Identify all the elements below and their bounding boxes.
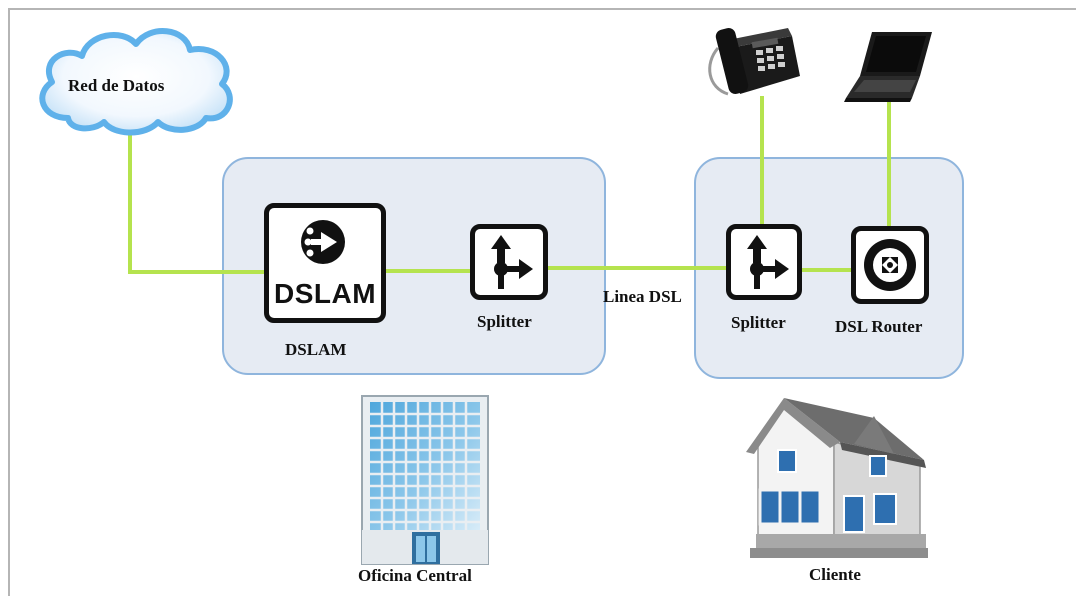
central-office-label: Oficina Central [358, 566, 472, 585]
dslam-device-text: DSLAM [273, 278, 377, 309]
dslam-symbol-icon [301, 220, 345, 264]
house-icon [746, 398, 928, 558]
splitter-arrows-icon [491, 235, 533, 289]
client-label: Cliente [809, 565, 861, 584]
dsl-line-label: Linea DSL [603, 287, 682, 306]
laptop-icon [844, 32, 932, 102]
dslam-label: DSLAM [285, 340, 347, 359]
cloud-to-dslam-link [128, 126, 270, 274]
router-icon [851, 226, 929, 304]
cloud-label: Red de Datos [68, 76, 165, 95]
diagram-frame [8, 8, 1076, 596]
router-symbol-icon [864, 239, 916, 291]
cloud-icon [39, 28, 233, 136]
office-building-icon [361, 395, 489, 565]
central-splitter-label: Splitter [477, 312, 532, 331]
dslam-icon: DSLAM [264, 203, 386, 323]
dsl-router-label: DSL Router [835, 317, 923, 336]
splitter-arrows-icon [747, 235, 789, 289]
splitter-icon [470, 224, 548, 300]
telephone-icon [708, 28, 800, 96]
client-splitter-label: Splitter [731, 313, 786, 332]
splitter-icon [726, 224, 802, 300]
